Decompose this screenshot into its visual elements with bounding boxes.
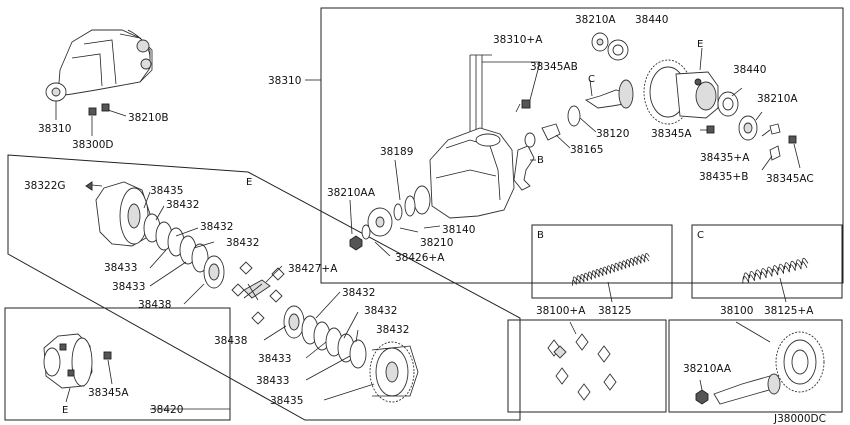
label-38310-top: 38310 bbox=[38, 123, 71, 135]
label-e-diff: E bbox=[246, 177, 252, 188]
label-38433-d: 38433 bbox=[256, 375, 289, 387]
label-38433-a: 38433 bbox=[104, 262, 137, 274]
label-38210AA-main: 38210AA bbox=[327, 187, 376, 199]
label-38300D: 38300D bbox=[72, 139, 114, 151]
ring-gear-assembly bbox=[643, 59, 719, 125]
label-38125-plus-a: 38125+A bbox=[764, 305, 814, 317]
label-38210A-lower: 38210A bbox=[757, 93, 798, 105]
pinion-spider bbox=[231, 261, 285, 325]
clutch-plate-stack-right bbox=[283, 305, 367, 369]
label-38432-b: 38432 bbox=[200, 221, 233, 233]
ring-and-pinion-set bbox=[695, 331, 825, 405]
label-38432-c: 38432 bbox=[226, 237, 259, 249]
oil-seal-38189 bbox=[404, 195, 416, 217]
main-carrier-frame bbox=[320, 7, 844, 284]
label-38420: 38420 bbox=[150, 404, 183, 416]
label-38210B: 38210B bbox=[128, 112, 169, 124]
label-38140: 38140 bbox=[442, 224, 475, 236]
label-38100: 38100 bbox=[720, 305, 753, 317]
pinion-set-frame bbox=[507, 319, 667, 413]
label-38435-right: 38435 bbox=[270, 395, 303, 407]
breather-bolt bbox=[521, 99, 531, 109]
label-38210A-upper: 38210A bbox=[575, 14, 616, 26]
label-38435-left: 38435 bbox=[150, 185, 183, 197]
label-38440-lower: 38440 bbox=[733, 64, 766, 76]
label-38322G: 38322G bbox=[24, 180, 66, 192]
label-38165: 38165 bbox=[570, 144, 603, 156]
label-38210: 38210 bbox=[420, 237, 453, 249]
pinion-bearing bbox=[567, 105, 581, 127]
pinion-nut bbox=[349, 235, 363, 251]
label-38345AC: 38345AC bbox=[766, 173, 814, 185]
differential-exploded-frame bbox=[7, 154, 521, 421]
collapsible-spacer bbox=[541, 123, 561, 141]
gear-set-frame bbox=[668, 319, 843, 413]
clutch-plate-stack-left bbox=[143, 213, 225, 289]
label-38432-d: 38432 bbox=[342, 287, 375, 299]
label-38125: 38125 bbox=[598, 305, 631, 317]
label-c-pinion: C bbox=[588, 74, 595, 85]
side-retainer-b bbox=[513, 145, 535, 191]
label-e-case: E bbox=[62, 405, 68, 416]
label-38440-upper: 38440 bbox=[635, 14, 668, 26]
spring-38125 bbox=[572, 252, 650, 286]
label-38120: 38120 bbox=[596, 128, 629, 140]
differential-case-frame bbox=[4, 307, 231, 421]
label-38100-plus-a: 38100+A bbox=[536, 305, 586, 317]
label-38438-right: 38438 bbox=[214, 335, 247, 347]
label-38310-plus-a: 38310+A bbox=[493, 34, 543, 46]
label-38189: 38189 bbox=[380, 146, 413, 158]
differential-case-assembly bbox=[43, 333, 112, 389]
label-38432-a: 38432 bbox=[166, 199, 199, 211]
label-38426-plus-a: 38426+A bbox=[395, 252, 445, 264]
label-38345A-case: 38345A bbox=[88, 387, 129, 399]
pinion-gear-set bbox=[547, 333, 617, 401]
label-e-ring: E bbox=[697, 39, 703, 50]
label-38433-b: 38433 bbox=[112, 281, 145, 293]
label-b-retainer: B bbox=[537, 155, 544, 166]
label-c-spring: C bbox=[697, 230, 704, 241]
carrier-housing bbox=[413, 127, 515, 219]
spacer-38140 bbox=[393, 203, 403, 221]
diagram-code: J38000DC bbox=[773, 413, 826, 425]
label-38432-f: 38432 bbox=[376, 324, 409, 336]
label-38435-plus-b: 38435+B bbox=[699, 171, 748, 183]
label-38345AB: 38345AB bbox=[530, 61, 578, 73]
label-38310-main: 38310 bbox=[268, 75, 301, 87]
carrier-assembly-small bbox=[45, 29, 153, 116]
label-38210AA-gearset: 38210AA bbox=[683, 363, 732, 375]
label-38432-e: 38432 bbox=[364, 305, 397, 317]
spring-b-frame bbox=[531, 224, 673, 299]
spring-c-frame bbox=[691, 224, 843, 299]
label-b-spring: B bbox=[537, 230, 544, 241]
label-38433-c: 38433 bbox=[258, 353, 291, 365]
spring-38125A bbox=[742, 257, 809, 284]
differential-case-half-right bbox=[369, 341, 419, 403]
label-38438-left: 38438 bbox=[138, 299, 171, 311]
label-38435-plus-a: 38435+A bbox=[700, 152, 750, 164]
differential-case-half-left bbox=[95, 181, 151, 247]
label-38345A-main: 38345A bbox=[651, 128, 692, 140]
label-38427-plus-a: 38427+A bbox=[288, 263, 338, 275]
